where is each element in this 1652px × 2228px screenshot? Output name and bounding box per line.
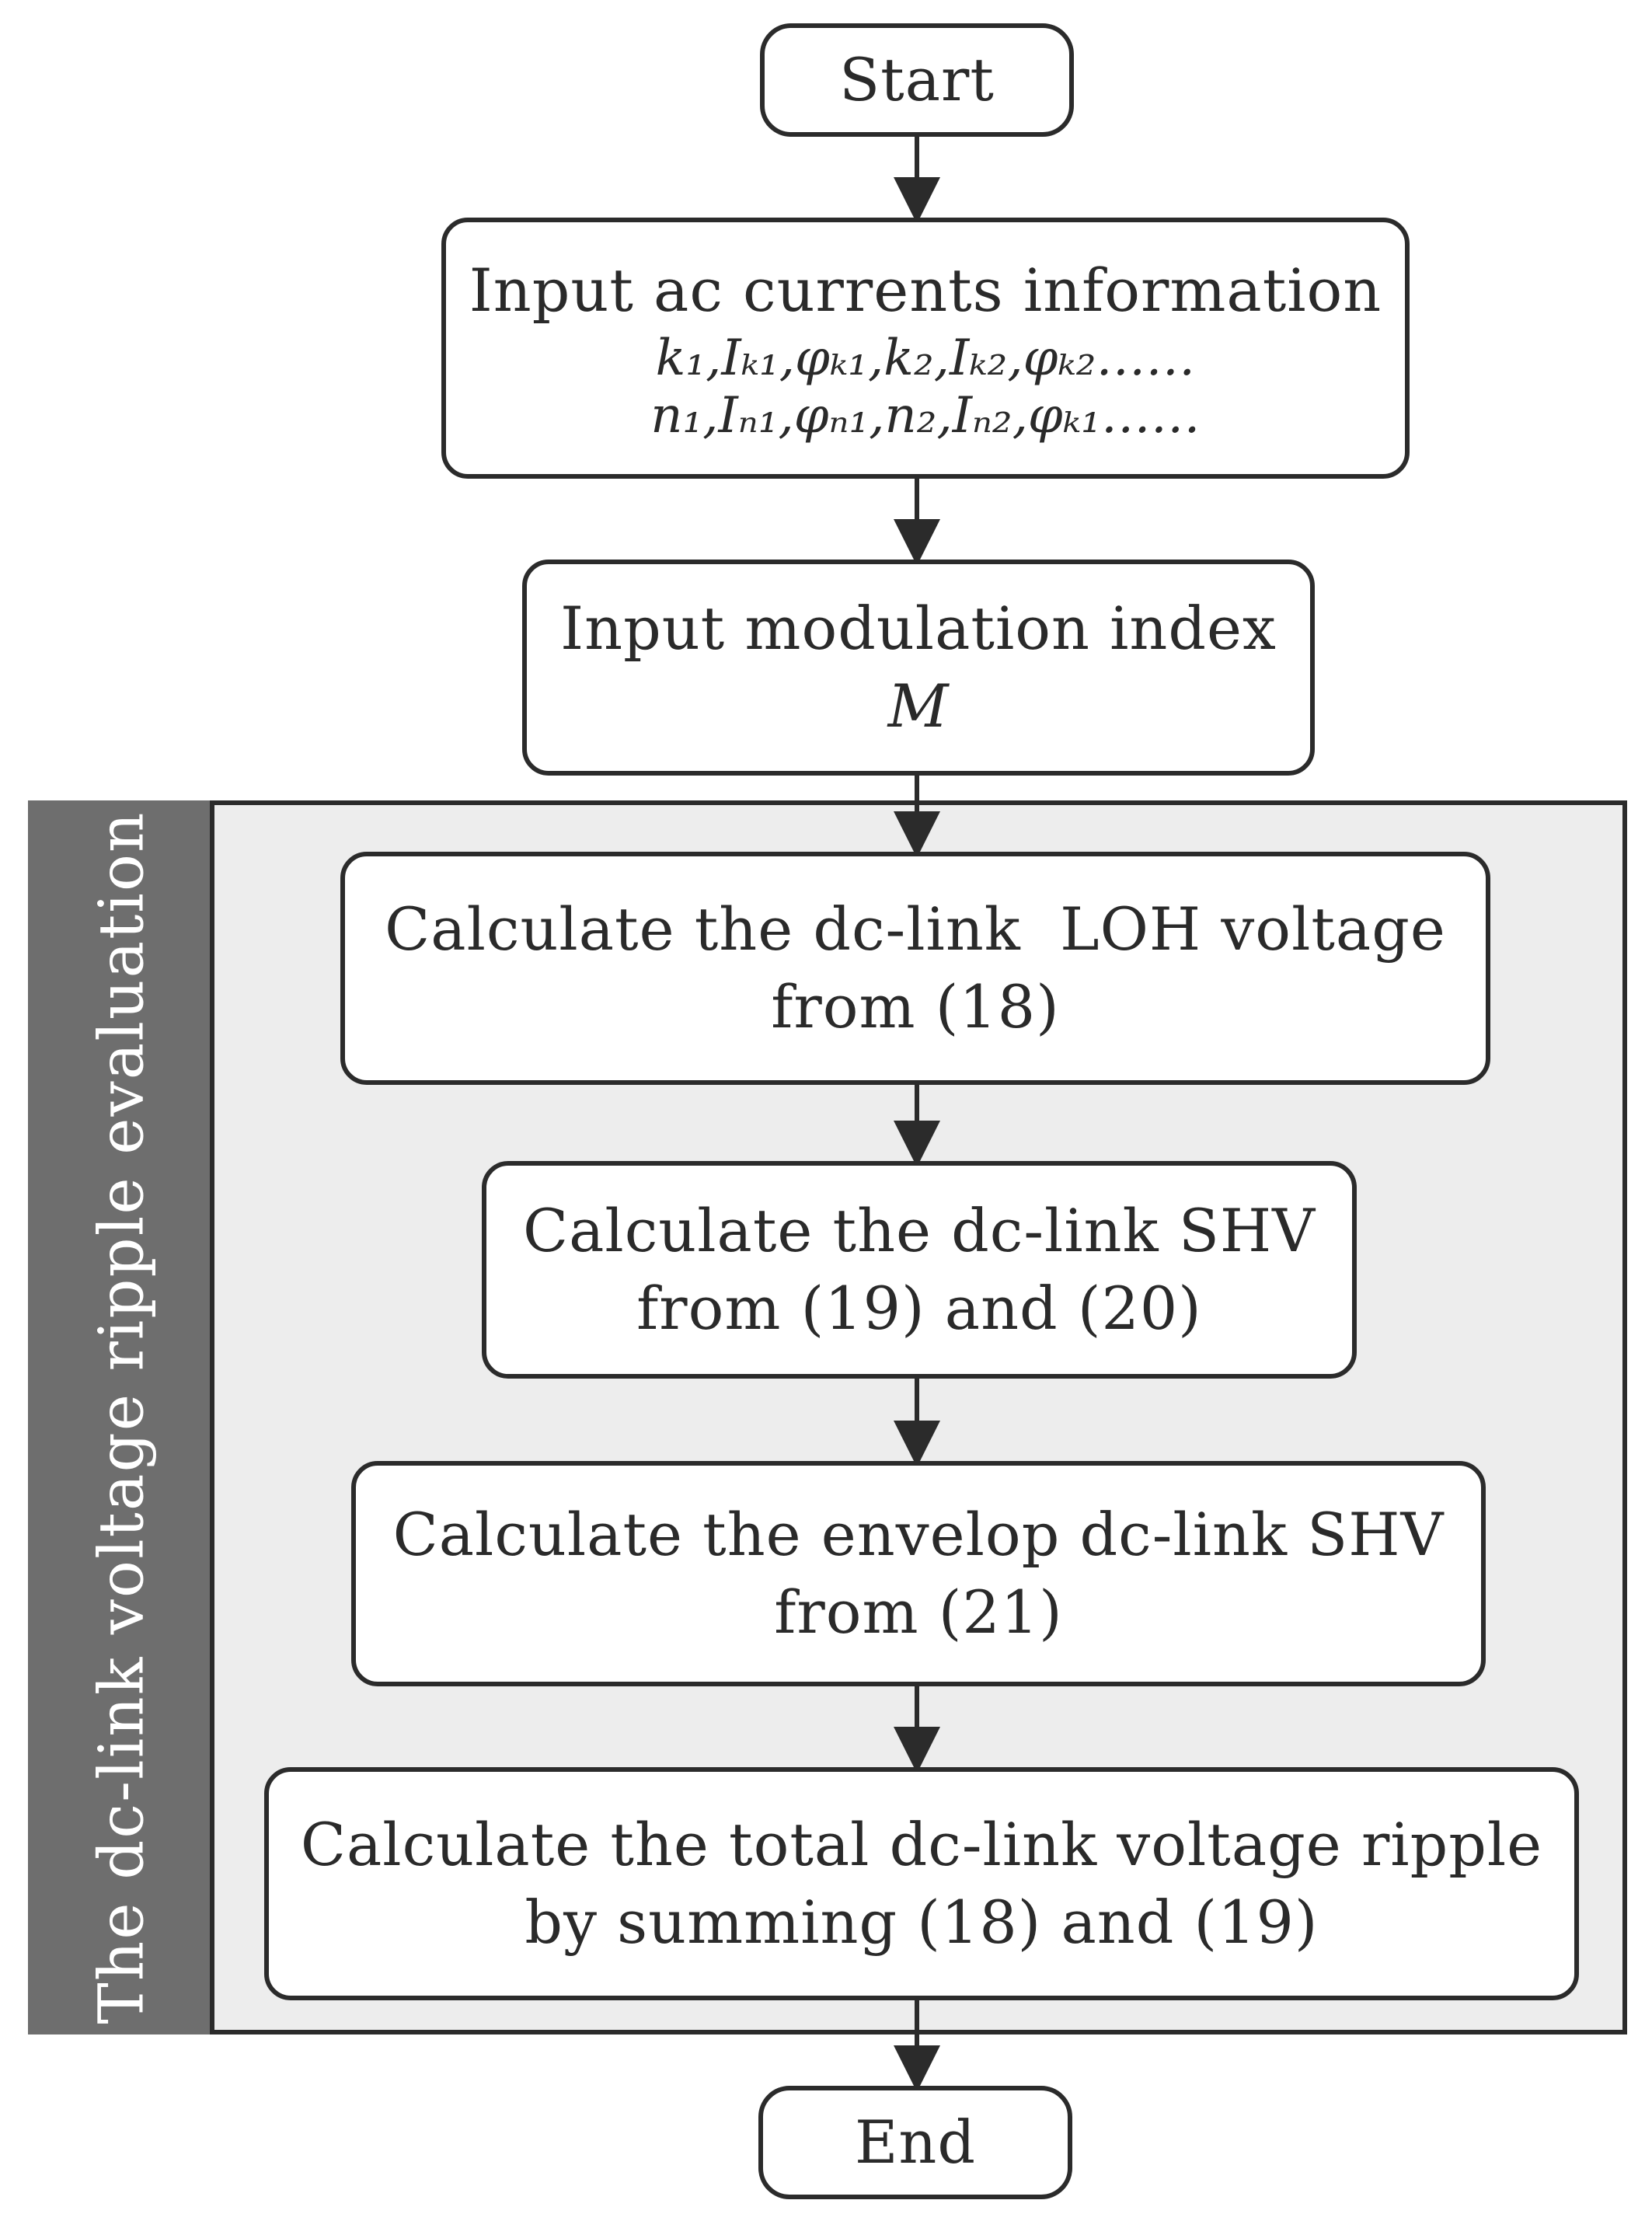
calc-envelope-node: Calculate the envelop dc-link SHV from (… — [351, 1461, 1486, 1686]
input-modulation-node: Input modulation index M — [522, 560, 1315, 776]
end-label: End — [854, 2108, 977, 2177]
input-ac-formula-n: n₁,Iₙ₁,φₙ₁,n₂,Iₙ₂,φₖ₁…… — [650, 387, 1201, 445]
end-node: End — [758, 2086, 1072, 2199]
group-label-band — [28, 800, 214, 2034]
input-ac-currents-node: Input ac currents information k₁,Iₖ₁,φₖ₁… — [441, 218, 1410, 479]
calc-total-line2: by summing (18) and (19) — [525, 1888, 1319, 1957]
calc-loh-node: Calculate the dc-link LOH voltage from (… — [340, 852, 1490, 1085]
modulation-symbol: M — [887, 671, 950, 741]
input-ac-title: Input ac currents information — [469, 256, 1382, 325]
calc-total-node: Calculate the total dc-link voltage ripp… — [264, 1767, 1579, 2000]
start-node: Start — [760, 23, 1074, 137]
calc-envelope-line2: from (21) — [774, 1578, 1063, 1647]
calc-loh-line1: Calculate the dc-link LOH voltage — [385, 894, 1446, 964]
calc-total-line1: Calculate the total dc-link voltage ripp… — [300, 1810, 1543, 1879]
input-modulation-title: Input modulation index — [560, 594, 1277, 663]
calc-shv-line1: Calculate the dc-link SHV — [522, 1196, 1316, 1265]
input-ac-formula-k: k₁,Iₖ₁,φₖ₁,k₂,Iₖ₂,φₖ₂…… — [655, 329, 1196, 387]
calc-shv-line2: from (19) and (20) — [636, 1274, 1202, 1343]
calc-envelope-line1: Calculate the envelop dc-link SHV — [392, 1500, 1445, 1569]
calc-loh-line2: from (18) — [771, 972, 1060, 1041]
calc-shv-node: Calculate the dc-link SHV from (19) and … — [482, 1161, 1357, 1379]
start-label: Start — [839, 45, 995, 114]
